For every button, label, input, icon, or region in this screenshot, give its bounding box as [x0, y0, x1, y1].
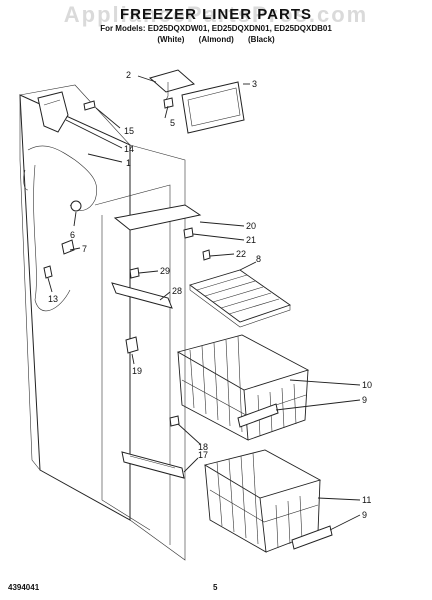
callout-15: 15: [124, 126, 134, 136]
callout-11: 11: [362, 495, 371, 505]
callout-2: 2: [126, 70, 131, 80]
color-list: (White) (Almond) (Black): [0, 35, 432, 44]
screw-22: [202, 249, 211, 261]
lower-basket: [203, 449, 322, 553]
shelf-support: [111, 282, 173, 309]
callout-8: 8: [256, 254, 261, 264]
part-13-clip: [43, 265, 53, 279]
callout-21: 21: [246, 235, 256, 245]
callout-14: 14: [124, 144, 134, 154]
callout-6: 6: [70, 230, 75, 240]
callout-3: 3: [252, 79, 257, 89]
callout-22: 22: [236, 249, 246, 259]
callout-7: 7: [82, 244, 87, 254]
basket-front-upper: [237, 403, 279, 428]
part-19-clip: [125, 336, 139, 354]
wire-shelf: [189, 269, 291, 328]
basket-front-lower: [291, 525, 333, 550]
document-number: 4394041: [8, 583, 40, 592]
screw-18: [169, 415, 180, 427]
light-cover: [181, 81, 245, 134]
callout-18: 18: [198, 442, 208, 452]
callout-28: 28: [172, 286, 182, 296]
callout-17: 17: [198, 450, 208, 460]
part-6-clip: [70, 200, 82, 212]
page-number: 5: [213, 583, 218, 592]
model-list: For Models: ED25DQXDW01, ED25DQXDN01, ED…: [100, 24, 332, 33]
callout-20: 20: [246, 221, 256, 231]
callout-10: 10: [362, 380, 372, 390]
screw-29: [129, 267, 140, 279]
callout-5: 5: [170, 118, 175, 128]
part-7-clip: [61, 239, 75, 255]
callout-19: 19: [132, 366, 142, 376]
upper-bracket: [37, 91, 69, 133]
screw-15: [83, 100, 96, 111]
screw-21: [183, 227, 194, 239]
callout-1: 1: [126, 158, 131, 168]
leader-lines: [47, 75, 361, 531]
diagram-title: FREEZER LINER PARTS: [119, 6, 313, 23]
freezer-liner: [19, 84, 186, 561]
color-black: (Black): [248, 35, 275, 44]
callout-9-upper: 9: [362, 395, 367, 405]
hinge-assembly: [148, 69, 196, 109]
callout-13: 13: [48, 294, 58, 304]
basket-rail: [121, 451, 185, 479]
color-almond: (Almond): [198, 35, 234, 44]
callout-29: 29: [160, 266, 170, 276]
color-white: (White): [157, 35, 185, 44]
divider-plate: [113, 204, 202, 231]
callout-9-lower: 9: [362, 510, 367, 520]
